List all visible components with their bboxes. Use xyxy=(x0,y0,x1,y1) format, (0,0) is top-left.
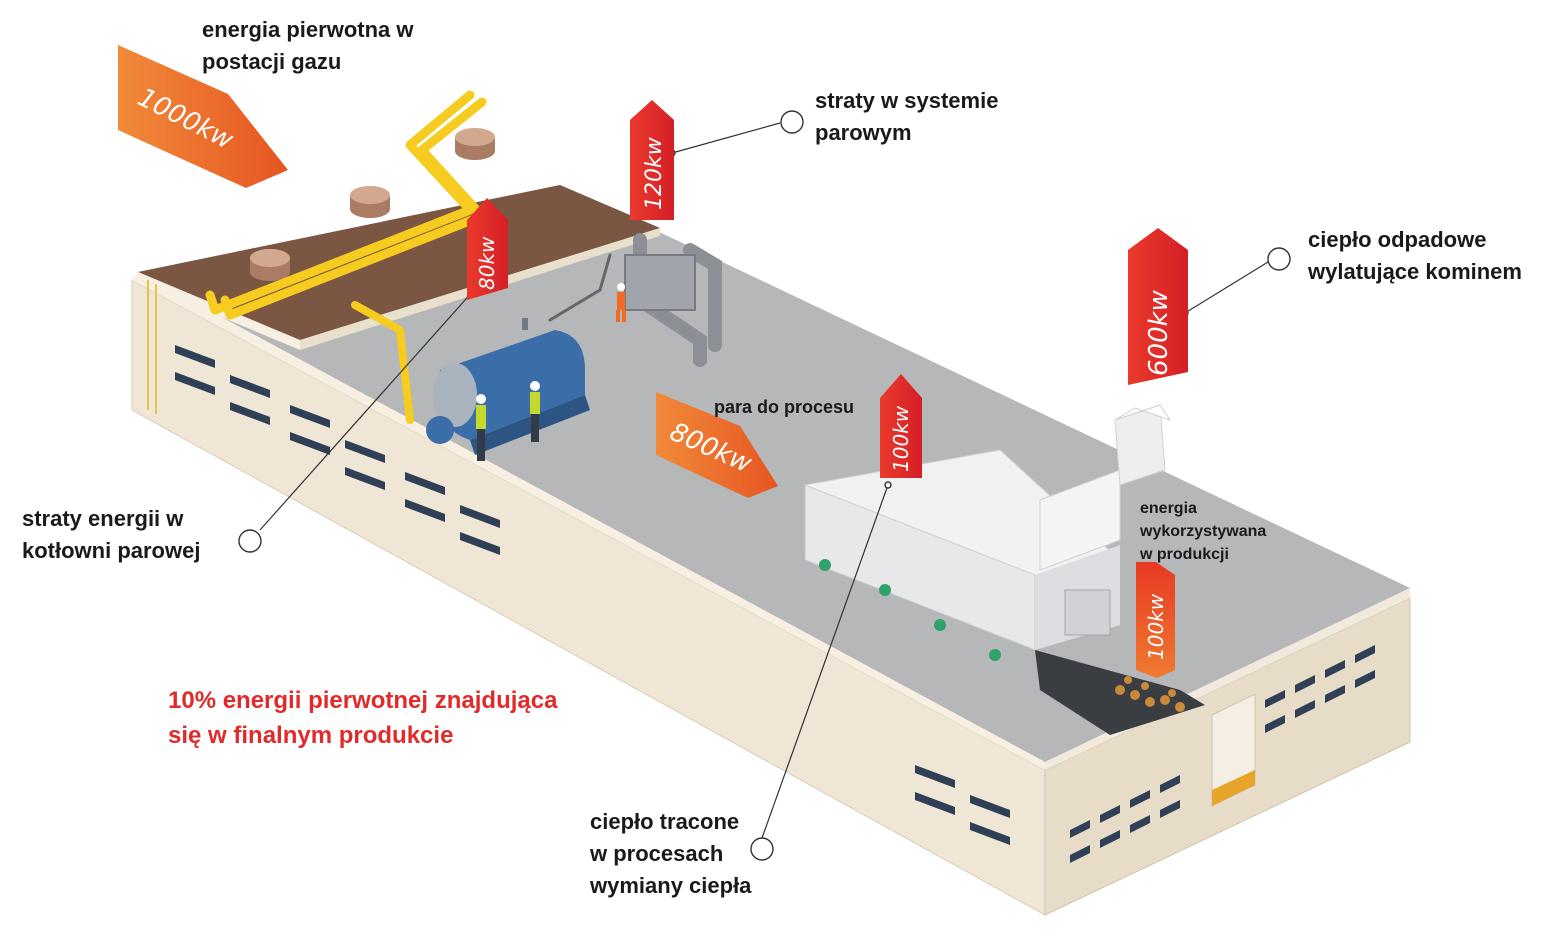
windows-right xyxy=(1070,645,1375,863)
wall-ladder xyxy=(147,280,157,414)
flow-label-exchange-loss: 100kw xyxy=(889,405,913,472)
callout-boiler-losses xyxy=(238,529,262,553)
leader-lines xyxy=(259,122,1269,839)
roof-tank xyxy=(350,186,390,204)
label-waste-heat: ciepło odpadowe wylatujące kominem xyxy=(1308,227,1522,284)
windows-left xyxy=(175,345,1010,845)
label-exchange-losses: ciepło tracone w procesach wymiany ciepł… xyxy=(590,809,752,898)
workers xyxy=(476,283,626,461)
flow-arrow-primary: 1000kw xyxy=(118,45,288,188)
flow-arrow-steam-loss: 120kw xyxy=(630,100,674,220)
label-process-steam: para do procesu xyxy=(714,397,855,417)
steam-pipes xyxy=(548,233,722,367)
label-boiler-losses: straty energii w kotłowni parowej xyxy=(22,506,201,563)
flow-arrow-boiler-loss: 80kw xyxy=(467,198,508,300)
callout-steam-losses xyxy=(780,110,804,134)
label-steam-losses: straty w systemie parowym xyxy=(815,88,999,145)
production-line xyxy=(803,404,1205,735)
flow-arrow-exchange-loss: 100kw xyxy=(880,374,922,478)
label-final-product: 10% energii pierwotnej znajdująca się w … xyxy=(168,687,558,749)
label-used-energy: energia wykorzystywana w produkcji xyxy=(1140,500,1267,564)
label-primary-energy: energia pierwotna w postacji gazu xyxy=(202,17,414,74)
callout-exchange-losses xyxy=(750,837,774,861)
flow-label-used: 100kw xyxy=(1144,593,1168,660)
roof-tank xyxy=(455,128,495,146)
flow-label-boiler-loss: 80kw xyxy=(475,236,499,290)
flow-label-waste-heat: 600kw xyxy=(1144,289,1174,376)
flow-label-steam-loss: 120kw xyxy=(642,136,667,210)
callout-waste-heat xyxy=(1267,247,1291,271)
flow-arrow-used: 100kw xyxy=(1136,562,1175,678)
flow-arrow-waste-heat: 600kw xyxy=(1128,228,1188,385)
